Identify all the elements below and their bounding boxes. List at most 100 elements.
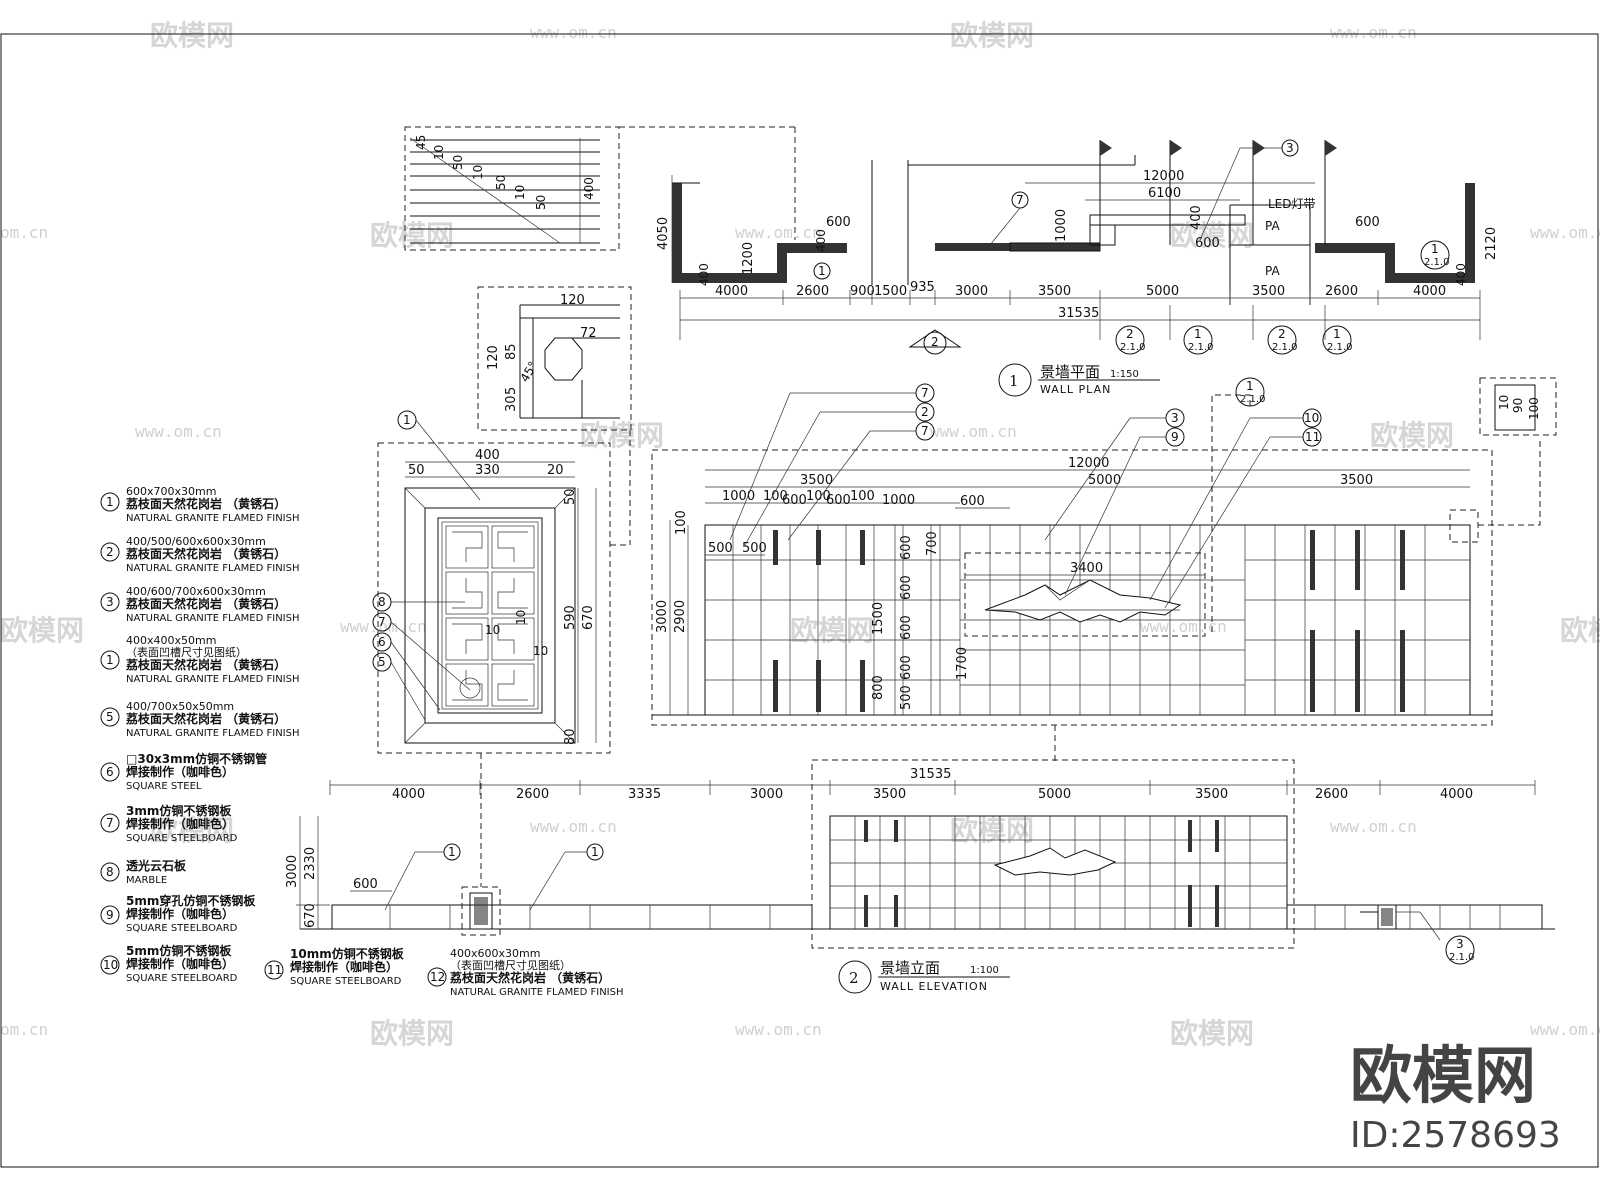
- svg-text:荔枝面天然花岗岩 （黄锈石）: 荔枝面天然花岗岩 （黄锈石）: [125, 496, 286, 511]
- svg-text:（表面凹槽尺寸见图纸）: （表面凹槽尺寸见图纸）: [450, 958, 571, 972]
- dim-label: 3500: [1195, 787, 1228, 802]
- legend-item: 1 400x400x50mm （表面凹槽尺寸见图纸） 荔枝面天然花岗岩 （黄锈石…: [100, 634, 300, 685]
- dim-label: 120: [560, 293, 585, 308]
- dim-label: 2600: [1315, 787, 1348, 802]
- dim-label: 4050: [656, 217, 671, 250]
- dim-label: 100: [763, 489, 788, 504]
- svg-text:SQUARE STEELBOARD: SQUARE STEELBOARD: [290, 976, 402, 987]
- mountain-sculpture-icon: [984, 579, 1182, 623]
- watermark-brand: 欧模网: [150, 19, 234, 52]
- callout-number: 1: [818, 264, 826, 278]
- watermark-url: www.om.cn: [135, 422, 222, 441]
- dim-label: 400: [1454, 263, 1468, 286]
- watermark-url: om.cn: [0, 1020, 48, 1039]
- svg-text:9: 9: [106, 908, 114, 922]
- svg-text:400x400x50mm: 400x400x50mm: [126, 634, 216, 647]
- dim-label: 935: [910, 280, 935, 295]
- watermark-url: www.om.cn: [930, 422, 1017, 441]
- section-marker: [1115, 325, 1145, 355]
- model-id: ID:2578693: [1350, 1115, 1561, 1156]
- svg-text:荔枝面天然花岗岩 （黄锈石）: 荔枝面天然花岗岩 （黄锈石）: [125, 657, 286, 672]
- svg-text:12: 12: [430, 970, 445, 984]
- callout-number: 6: [378, 635, 386, 649]
- dim-label: 10: [432, 145, 446, 160]
- detail-elevation: 12000 3500 5000 3500 1000 100 600 100 60…: [651, 377, 1541, 762]
- dim-label: 3500: [1038, 284, 1071, 299]
- legend-item: 10 5mm仿铜不锈钢板 焊接制作（咖啡色） SQUARE STEELBOARD: [100, 943, 238, 984]
- dim-label: 330: [475, 463, 500, 478]
- svg-text:5: 5: [106, 710, 114, 724]
- dim-label: 45: [414, 135, 428, 150]
- svg-text:6: 6: [106, 765, 114, 779]
- svg-text:焊接制作（咖啡色）: 焊接制作（咖啡色）: [126, 956, 234, 971]
- section-number: 3: [1456, 937, 1464, 951]
- watermark-brand: 欧模网: [1370, 419, 1454, 452]
- legend-item: 3 400/600/700x600x30mm 荔枝面天然花岗岩 （黄锈石） NA…: [100, 585, 300, 624]
- dim-label: 90: [1511, 398, 1525, 413]
- dim-label: 400: [814, 229, 828, 252]
- legend-item: 11 10mm仿铜不锈钢板 焊接制作（咖啡色） SQUARE STEELBOAR…: [264, 946, 405, 987]
- callout-number: 1: [403, 413, 411, 427]
- dim-label: 600: [826, 493, 851, 508]
- dim-label: 900: [850, 284, 875, 299]
- watermark-url: www.om.cn: [1530, 1020, 1600, 1039]
- svg-text:NATURAL GRANITE FLAMED FINISH: NATURAL GRANITE FLAMED FINISH: [126, 563, 300, 574]
- dim-label: 3500: [800, 473, 833, 488]
- svg-text:焊接制作（咖啡色）: 焊接制作（咖啡色）: [126, 906, 234, 921]
- dim-label: 100: [1527, 397, 1541, 420]
- svg-text:7: 7: [106, 816, 114, 830]
- dim-label: 1500: [874, 284, 907, 299]
- dim-label: 4000: [1440, 787, 1473, 802]
- watermark-brand: 欧模网: [1560, 614, 1600, 647]
- dim-label: 1000: [722, 489, 755, 504]
- pa-label: PA: [1265, 219, 1280, 233]
- svg-text:SQUARE STEELBOARD: SQUARE STEELBOARD: [126, 973, 238, 984]
- dim-label: 10: [485, 623, 500, 637]
- callout-number: 9: [1171, 430, 1179, 444]
- svg-text:10mm仿铜不锈钢板: 10mm仿铜不锈钢板: [290, 946, 405, 961]
- section-number: 1: [1333, 327, 1341, 341]
- dim-label: 2600: [796, 284, 829, 299]
- svg-text:400/600/700x600x30mm: 400/600/700x600x30mm: [126, 585, 266, 598]
- callout-number: 3: [1171, 411, 1179, 425]
- section-number: 2: [1278, 327, 1286, 341]
- detail-box: [477, 286, 632, 431]
- dim-label: 30: [504, 395, 519, 412]
- watermark-url: www.om.cn: [1530, 223, 1600, 242]
- dim-label: 400: [1189, 205, 1204, 230]
- watermark-url: www.om.cn: [1330, 23, 1417, 42]
- callout-number: 5: [378, 655, 386, 669]
- dim-label: 3000: [655, 600, 670, 633]
- dim-label: 1700: [955, 647, 970, 680]
- dim-label: 10: [514, 610, 528, 625]
- dim-label: 2330: [303, 847, 318, 880]
- dim-label: 700: [925, 531, 940, 556]
- legend-item: 12 400x600x30mm （表面凹槽尺寸见图纸） 荔枝面天然花岗岩 （黄锈…: [427, 947, 624, 998]
- dim-label: 10: [471, 165, 485, 180]
- watermark-url: www.om.cn: [735, 223, 822, 242]
- dim-label: 600: [1195, 236, 1220, 251]
- watermark-brand: 欧模网: [0, 614, 84, 647]
- dim-label: 1000: [882, 493, 915, 508]
- detail-box: [811, 759, 1295, 949]
- plan-wall-right: [1315, 183, 1475, 283]
- svg-text:NATURAL GRANITE FLAMED FINISH: NATURAL GRANITE FLAMED FINISH: [126, 728, 300, 739]
- svg-text:NATURAL GRANITE FLAMED FINISH: NATURAL GRANITE FLAMED FINISH: [450, 987, 624, 998]
- svg-text:NATURAL GRANITE FLAMED FINISH: NATURAL GRANITE FLAMED FINISH: [126, 513, 300, 524]
- callout-number: 8: [378, 595, 386, 609]
- panel-outline: [404, 487, 576, 744]
- dim-label: 600: [353, 877, 378, 892]
- dim-label: 10: [513, 185, 527, 200]
- watermark-url: www.om.cn: [1140, 617, 1227, 636]
- watermark-url: www.om.cn: [530, 23, 617, 42]
- footer-brand: 欧模网 ID:2578693: [1350, 1039, 1561, 1156]
- elev-tile-grid: [830, 816, 1287, 929]
- dim-label: 2900: [673, 600, 688, 633]
- watermark-layer: 欧模网 欧模网 www.om.cn www.om.cn om.cn 欧模网 ww…: [0, 19, 1600, 1050]
- watermark-brand: 欧模网: [950, 19, 1034, 52]
- dim-label: 3500: [1340, 473, 1373, 488]
- section-number: 1: [1431, 242, 1439, 256]
- detail-box: [377, 442, 611, 754]
- dim-label: 400: [475, 448, 500, 463]
